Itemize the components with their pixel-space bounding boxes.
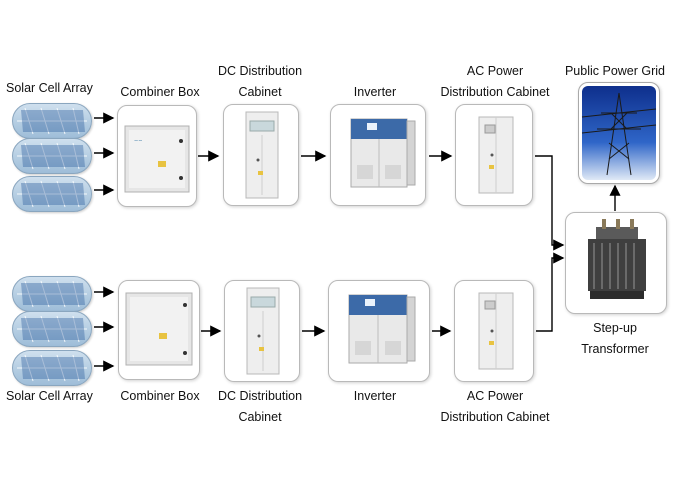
bottom-ac-distribution-cabinet (454, 280, 534, 382)
cabinet-icon (245, 111, 279, 199)
top-ac-cabinet-label-line2: Distribution Cabinet (440, 85, 550, 99)
bottom-combiner-box-label: Combiner Box (120, 389, 200, 403)
top-dc-cabinet-label-line2: Cabinet (238, 85, 282, 99)
top-dc-cabinet-label-line1: DC Distribution (217, 64, 303, 78)
top-solar-panel-2 (12, 138, 92, 174)
bottom-solar-panel-3 (12, 350, 92, 386)
inverter-icon (350, 118, 416, 188)
top-solar-array-label: Solar Cell Array (6, 81, 93, 95)
combiner-box-icon: ∼∼ (124, 125, 190, 193)
inverter-icon (348, 294, 416, 364)
bottom-dc-cabinet-label-line2: Cabinet (238, 410, 282, 424)
bottom-solar-panel-2 (12, 311, 92, 347)
cabinet-icon (478, 292, 514, 370)
bottom-dc-cabinet-label-line1: DC Distribution (217, 389, 303, 403)
transformer-label-line2: Transformer (581, 342, 649, 356)
top-inverter-label: Inverter (353, 85, 397, 99)
svg-text:∼∼: ∼∼ (134, 138, 142, 144)
bottom-ac-cabinet-label-line2: Distribution Cabinet (440, 410, 550, 424)
bottom-combiner-box (118, 280, 200, 380)
transformer-icon (588, 219, 646, 299)
top-solar-panel-3 (12, 176, 92, 212)
top-dc-distribution-cabinet (223, 104, 299, 206)
public-power-grid (578, 82, 660, 184)
cabinet-icon (478, 116, 514, 194)
solar-panel-icon (17, 315, 87, 343)
top-ac-distribution-cabinet (455, 104, 533, 206)
step-up-transformer (565, 212, 667, 314)
connector-bottom-ac-to-transformer (536, 252, 565, 332)
solar-panel-icon (17, 142, 87, 170)
bottom-ac-cabinet-label-line1: AC Power (466, 389, 524, 403)
solar-panel-icon (17, 280, 87, 308)
bottom-inverter (328, 280, 430, 382)
cabinet-icon (246, 287, 280, 375)
top-combiner-box-label: Combiner Box (120, 85, 200, 99)
solar-panel-icon (17, 180, 87, 208)
connector-top-ac-to-transformer (535, 155, 565, 251)
solar-panel-icon (17, 354, 87, 382)
power-tower-icon (581, 86, 657, 180)
bottom-inverter-label: Inverter (353, 389, 397, 403)
solar-panel-icon (17, 107, 87, 135)
bottom-dc-distribution-cabinet (224, 280, 300, 382)
transformer-label-line1: Step-up (593, 321, 637, 335)
top-ac-cabinet-label-line1: AC Power (466, 64, 524, 78)
top-inverter (330, 104, 426, 206)
top-solar-panel-1 (12, 103, 92, 139)
grid-label: Public Power Grid (564, 64, 666, 78)
bottom-solar-panel-1 (12, 276, 92, 312)
top-combiner-box: ∼∼ (117, 105, 197, 207)
combiner-box-icon (125, 292, 193, 366)
bottom-solar-array-label: Solar Cell Array (6, 389, 93, 403)
